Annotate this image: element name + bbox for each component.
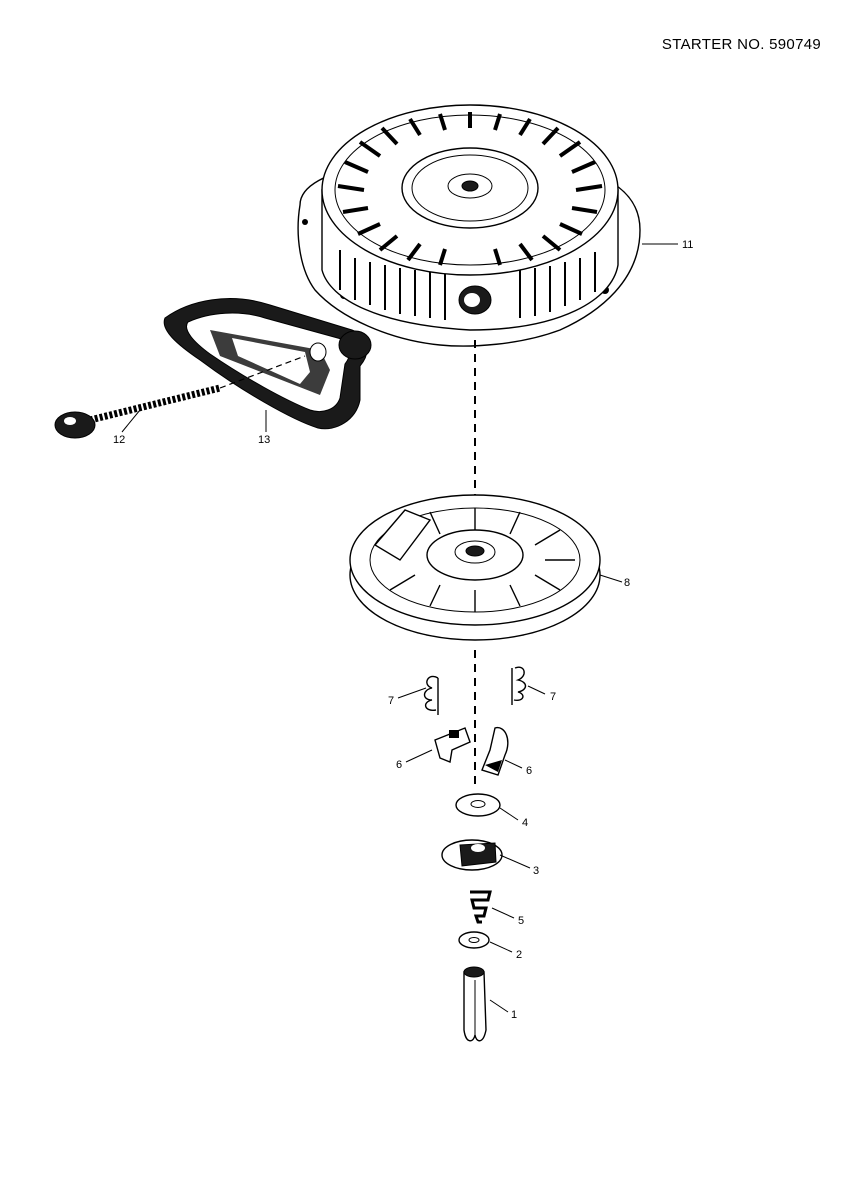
housing-vents — [337, 112, 603, 266]
starter-handle — [163, 298, 372, 430]
callout-8: 8 — [624, 577, 630, 589]
center-pin-1 — [463, 966, 487, 1042]
callout-1: 1 — [511, 1009, 517, 1021]
callout-5: 5 — [518, 915, 524, 927]
washer-2 — [458, 931, 490, 949]
pawl-left — [434, 727, 471, 763]
callout-7-left: 7 — [388, 695, 394, 707]
mount-hole — [302, 219, 308, 225]
washer-4 — [455, 793, 501, 817]
callout-2: 2 — [516, 949, 522, 961]
callout-7-right: 7 — [550, 691, 556, 703]
pawl-spring-left — [423, 675, 439, 715]
starter-housing — [297, 104, 641, 347]
callout-13: 13 — [258, 434, 270, 446]
rope-pulley — [349, 494, 601, 641]
retainer-3 — [441, 839, 503, 871]
callout-3: 3 — [533, 865, 539, 877]
callout-6-right: 6 — [526, 765, 532, 777]
page-title: STARTER NO. 590749 — [661, 36, 821, 53]
pawl-spring-right — [511, 666, 527, 705]
callout-12: 12 — [113, 434, 125, 446]
callout-11: 11 — [682, 239, 693, 251]
leader-lines — [121, 243, 678, 1013]
starter-rope — [54, 355, 306, 439]
pawl-right — [481, 726, 509, 776]
callout-6-left: 6 — [396, 759, 402, 771]
callout-4: 4 — [522, 817, 528, 829]
brake-spring-5 — [470, 890, 492, 924]
